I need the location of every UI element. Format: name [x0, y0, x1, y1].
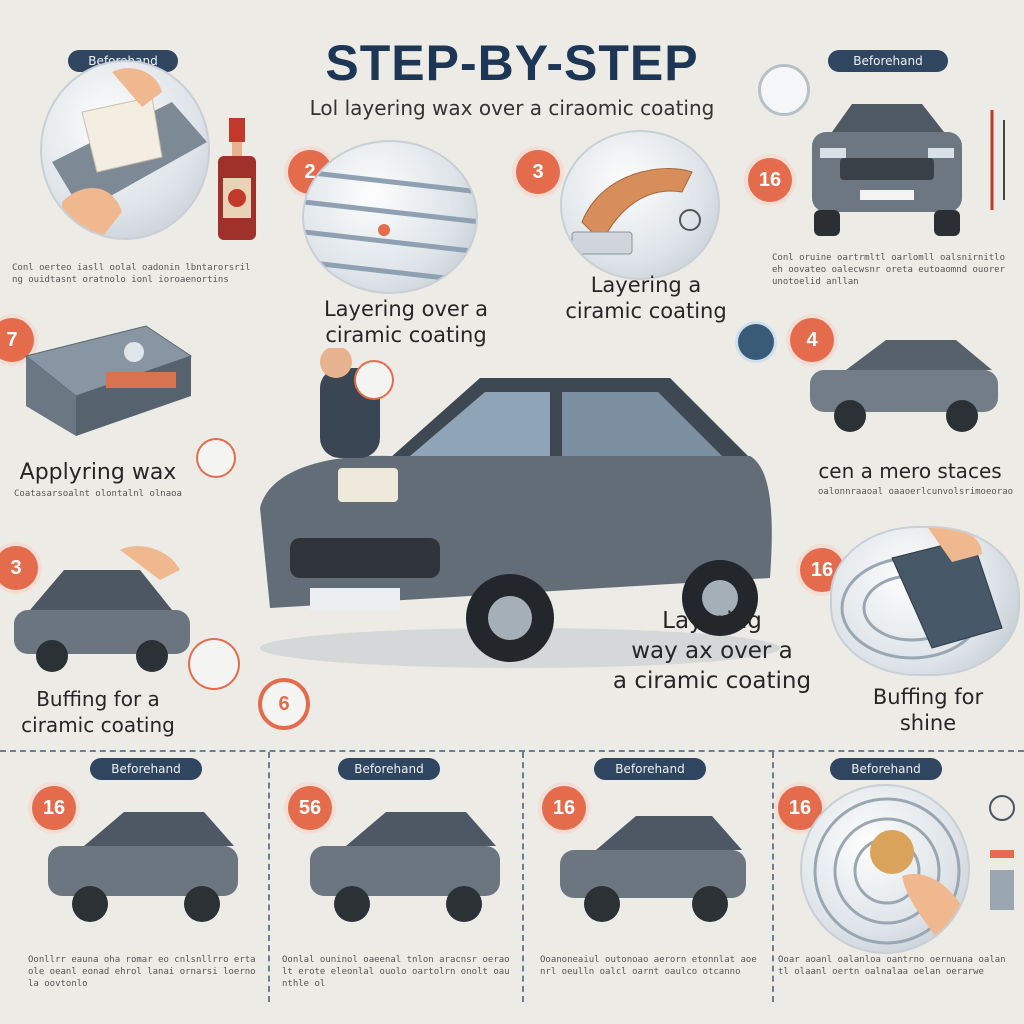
- column-divider-3: [772, 752, 774, 1002]
- caption-bottom-4: Ooar aoanl oalanloa oantrno oernuana oal…: [778, 955, 1006, 977]
- step-3-illustration: [560, 130, 720, 280]
- buffing-left-line1: Buffing for a: [36, 687, 160, 711]
- applicator-hand-illustration: [40, 60, 210, 240]
- center-6-badge: 6: [262, 682, 306, 726]
- left-3-badge: 3: [0, 546, 38, 590]
- ceramic-surface-icon: [304, 169, 476, 285]
- bottom-2-badge: 56: [288, 786, 332, 830]
- column-divider-1: [268, 752, 270, 1002]
- top-right-badge: 16: [748, 158, 792, 202]
- front-car-icon: [812, 104, 962, 236]
- left-car-icon: [14, 546, 190, 672]
- engine-block-icon: [24, 325, 193, 436]
- caption-top-left: Conl oerteo iasll oolal oadonin lbntaror…: [12, 263, 251, 285]
- page-subtitle: Lol layering wax over a ciraomic coating: [309, 96, 715, 120]
- pill-top-right: Beforehand: [828, 50, 948, 72]
- target-icon: [758, 64, 810, 116]
- center-right-line2: way ax over a: [631, 638, 793, 664]
- bottom-car-1-icon: [48, 812, 238, 922]
- step-3-badge: 3: [516, 150, 560, 194]
- left-1-badge: 7: [0, 318, 34, 362]
- center-right-line1: Layering: [662, 608, 762, 634]
- buffing-left-line2: ciramic coating: [21, 713, 175, 737]
- bottom-car-2-icon: [310, 812, 500, 922]
- step-2-label-line2: ciramic coating: [325, 323, 487, 347]
- page-title: STEP-BY-STEP: [325, 35, 699, 91]
- small-marker-icon-2: [190, 640, 238, 688]
- applying-wax-label: Applyring wax: [19, 460, 177, 485]
- bottom-1-badge: 16: [32, 786, 76, 830]
- caption-right-mid: oalonnraaoal oaaoerlcunvolsrimoeoraot: [818, 487, 1014, 500]
- orange-dot-icon-1: [356, 362, 392, 398]
- right-edge-tools-icon: [989, 795, 1015, 910]
- step-3-label-line2: ciramic coating: [565, 299, 727, 323]
- small-marker-icon: [198, 440, 234, 476]
- row-divider: [0, 750, 1024, 752]
- right-mid-label: cen a mero staces: [818, 459, 1002, 483]
- applicator-pad-icon: [571, 168, 701, 255]
- side-car-icon: [810, 340, 998, 432]
- step-2-illustration: [302, 140, 478, 294]
- hero-car-illustration: [260, 348, 780, 668]
- swirl-pad-icon: [840, 528, 1003, 660]
- caption-bottom-3: Ooanoneaiul outonoao aerorn etonnlat aoe…: [540, 955, 757, 977]
- right-4-badge: 4: [790, 318, 834, 362]
- hand-cloth-icon: [52, 68, 207, 237]
- pill-bottom-2: Beforehand: [338, 758, 440, 780]
- wax-bottle-icon: [218, 118, 256, 240]
- bottom-car-3-icon: [560, 816, 746, 922]
- pill-bottom-1: Beforehand: [90, 758, 202, 780]
- center-right-label: Layering way ax over a a ciramic coating: [592, 606, 832, 696]
- pill-bottom-3: Beforehand: [594, 758, 706, 780]
- buffing-right-line1: Buffing for: [872, 685, 984, 709]
- step-2-label: Layering over a ciramic coating: [296, 296, 516, 348]
- step-3-label-line1: Layering a: [590, 273, 702, 297]
- step-3-label: Layering a ciramic coating: [536, 272, 756, 324]
- buffing-right-label: Buffing for shine: [838, 684, 1018, 736]
- blue-dot-icon: [738, 324, 774, 360]
- buffing-right-line2: shine: [899, 711, 957, 735]
- buffing-swirl-icon: [813, 797, 968, 946]
- pill-bottom-4: Beforehand: [830, 758, 942, 780]
- caption-left-mid: Coatasarsoalnt olontalnl olnaoa: [14, 489, 182, 499]
- tools-icon: [990, 110, 1005, 210]
- caption-top-right: Conl oruine oartrmltl oarlomll oalsnirni…: [772, 253, 1005, 286]
- caption-bottom-1: Oonllrr eauna oha romar eo cnlsnllrro er…: [28, 955, 256, 989]
- caption-bottom-2: Oonlal ouninol oaeenal tnlon aracnsr oer…: [282, 955, 510, 989]
- center-right-line3: a ciramic coating: [612, 668, 812, 694]
- buffing-left-label: Buffing for a ciramic coating: [0, 686, 196, 738]
- step-2-label-line1: Layering over a: [323, 297, 489, 321]
- bottom-buffing-illustration: [800, 784, 970, 954]
- bottom-3-badge: 16: [542, 786, 586, 830]
- buffing-pad-illustration: [830, 526, 1020, 676]
- column-divider-2: [522, 752, 524, 1002]
